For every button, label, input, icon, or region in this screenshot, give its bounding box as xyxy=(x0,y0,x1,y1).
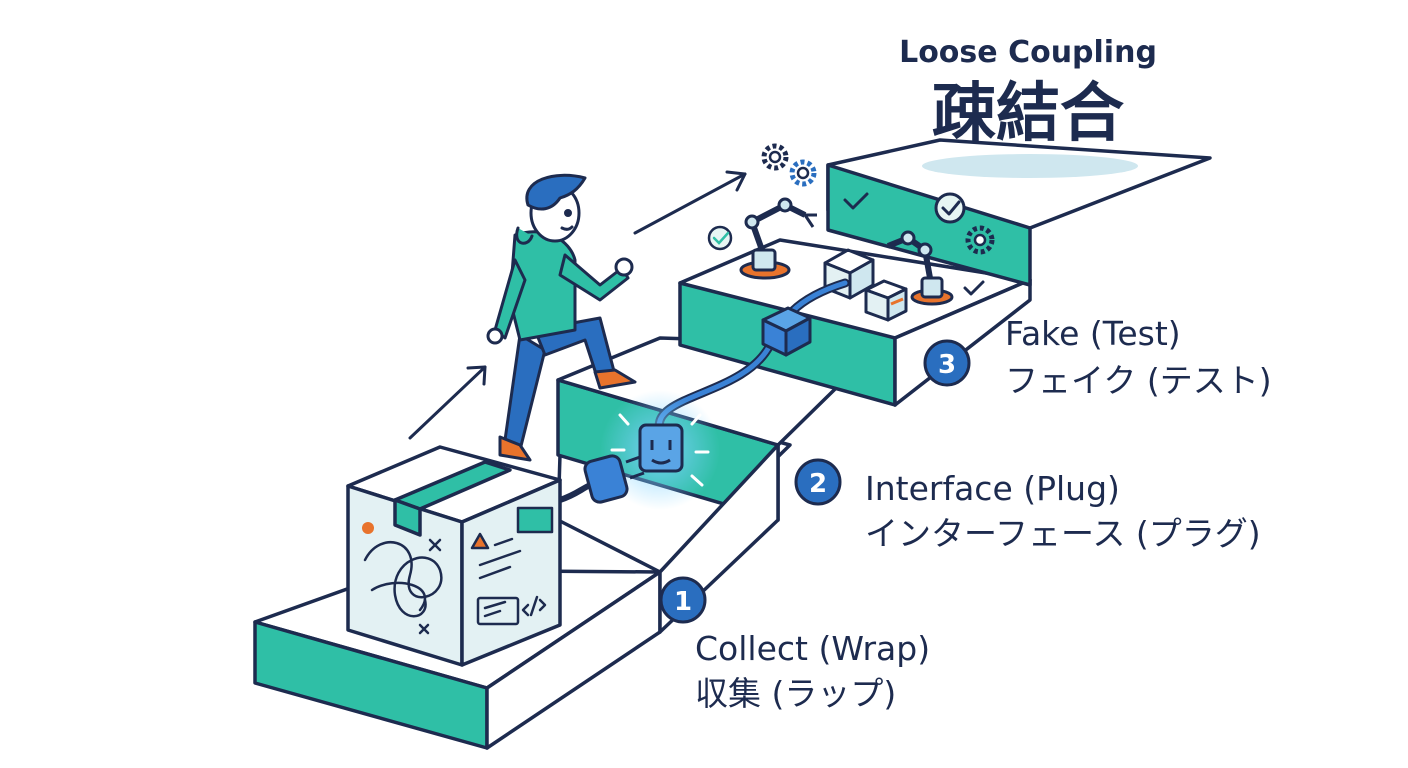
step-1-label-ja: 収集 (ラップ) xyxy=(695,674,896,713)
step-1-label-en: Collect (Wrap) xyxy=(695,629,930,668)
arrow-icon xyxy=(633,170,747,235)
glow-rays xyxy=(610,413,710,487)
step-number: 3 xyxy=(938,350,956,380)
plug-icon xyxy=(761,306,812,357)
step-3-label-en: Fake (Test) xyxy=(1005,314,1181,353)
person-icon xyxy=(486,173,637,462)
step-badge-3: 3 xyxy=(923,339,971,387)
plug-icon xyxy=(559,454,645,504)
gear-icon xyxy=(789,159,817,187)
code-icon xyxy=(470,506,554,626)
tangled-lines xyxy=(362,522,443,635)
step-badge-1: 1 xyxy=(659,576,707,624)
check-circle-icon xyxy=(934,192,966,224)
cube-icon xyxy=(864,279,908,322)
step-number: 1 xyxy=(674,587,692,617)
check-circle-icon xyxy=(707,225,733,251)
messy-box xyxy=(346,445,562,667)
robot-arm-icon xyxy=(886,230,954,306)
arrow-icon xyxy=(408,365,487,440)
goal-halo xyxy=(922,154,1138,178)
check-icon xyxy=(843,192,869,210)
goal-title-ja: 疎結合 xyxy=(932,77,1124,151)
step-number: 2 xyxy=(809,469,827,499)
step-2-label-en: Interface (Plug) xyxy=(865,469,1120,508)
check-icon-small xyxy=(963,280,985,296)
robot-arm-icon xyxy=(739,197,817,280)
step-3-label-ja: フェイク (テスト) xyxy=(1005,361,1272,400)
gear-icon xyxy=(761,143,789,171)
gear-icon-group xyxy=(761,143,995,255)
gear-icon xyxy=(965,225,995,255)
socket-icon xyxy=(638,423,684,473)
step-2-label-ja: インターフェース (プラグ) xyxy=(865,514,1261,553)
step-badge-2: 2 xyxy=(794,458,842,506)
goal-title-en: Loose Coupling xyxy=(899,35,1157,70)
